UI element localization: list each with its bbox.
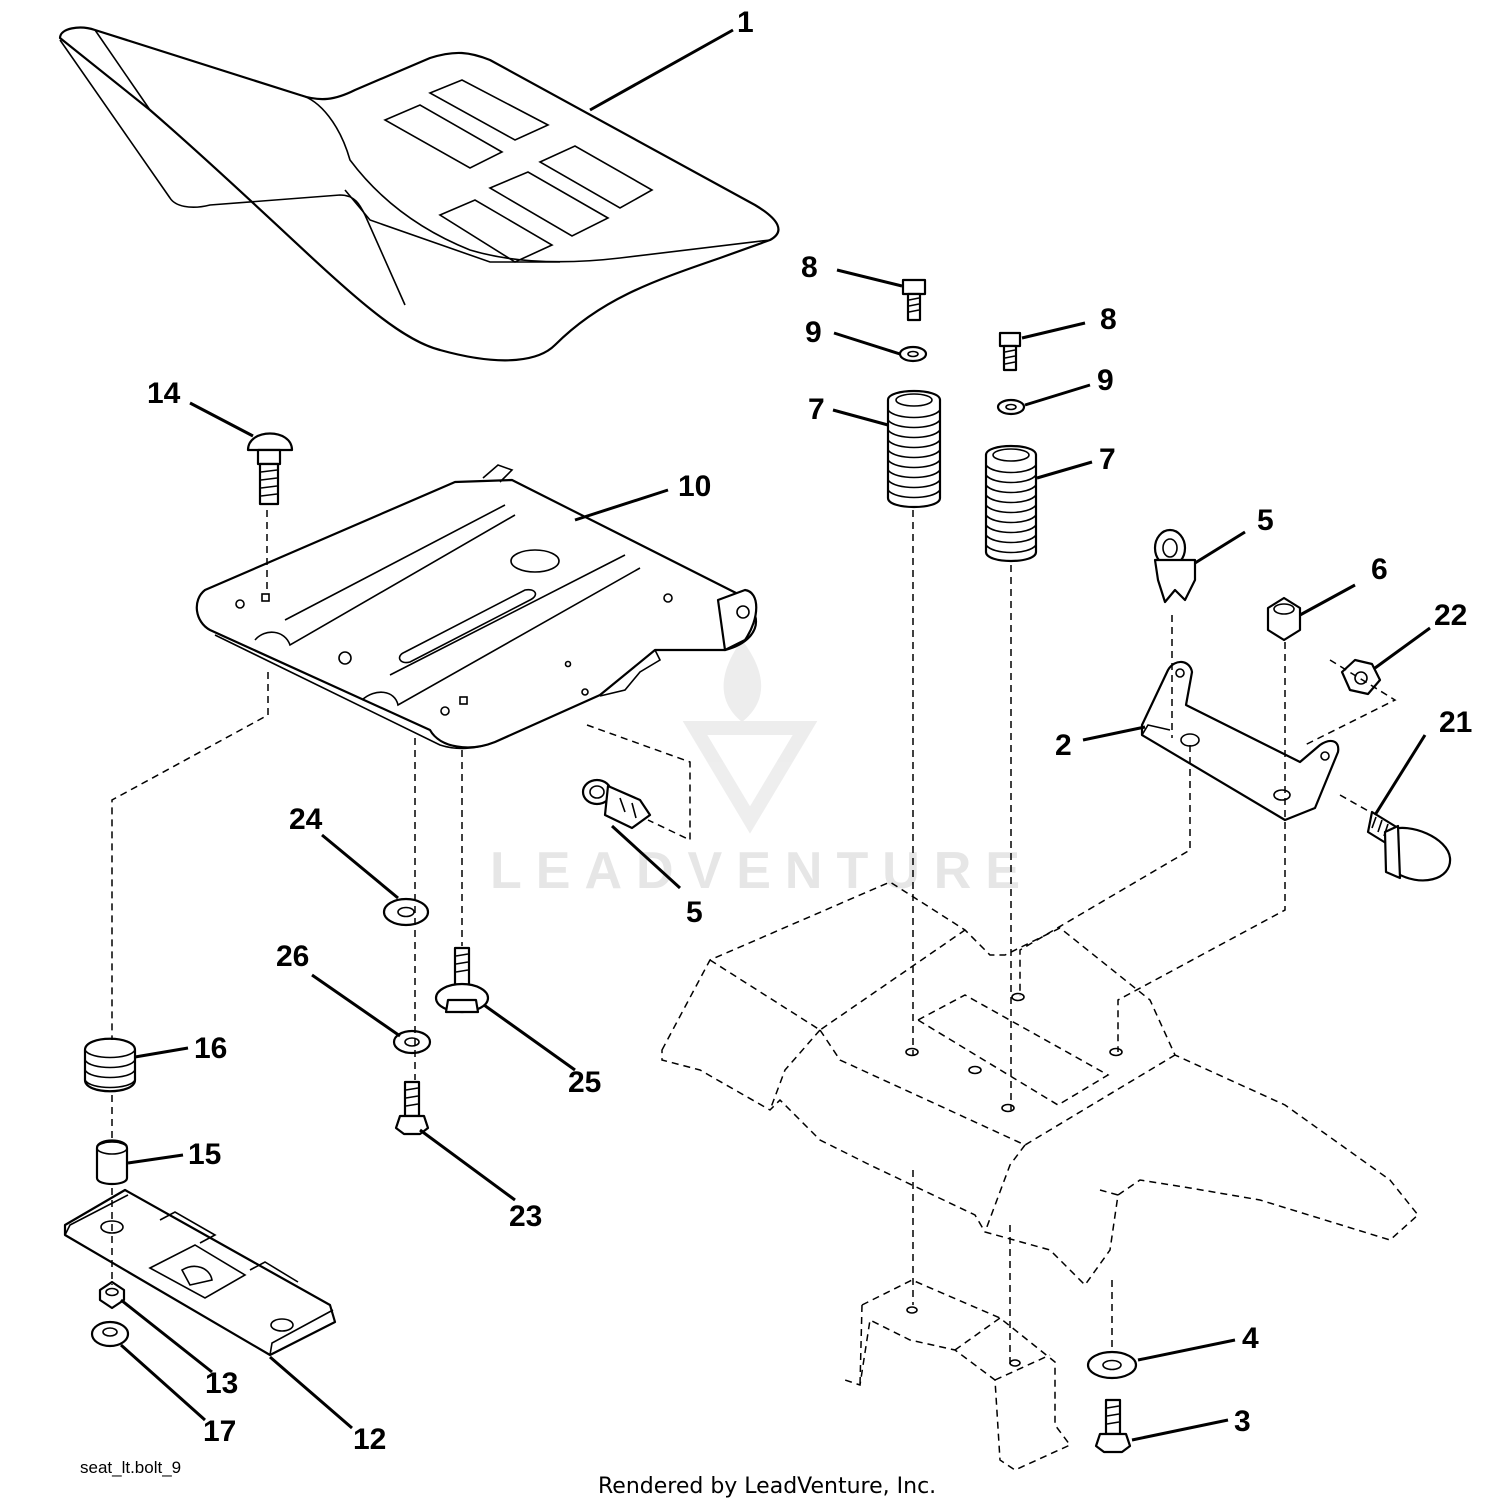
cable-clip-right	[1153, 528, 1197, 604]
callout-2: 2	[1055, 729, 1072, 762]
callout-7-left: 7	[808, 393, 825, 426]
seat-spring-right	[984, 445, 1038, 562]
callout-13: 13	[205, 1367, 238, 1400]
hex-nut	[1340, 658, 1382, 696]
callout-26: 26	[276, 940, 309, 973]
callout-5-right: 5	[1257, 504, 1274, 537]
shoulder-bolt	[434, 946, 490, 1014]
callout-10: 10	[678, 470, 711, 503]
callout-16: 16	[194, 1032, 227, 1065]
leader-lines	[120, 28, 1431, 1442]
hex-bolt-left	[901, 278, 927, 322]
callout-22: 22	[1434, 599, 1467, 632]
watermark-text: LEADVENTURE	[490, 842, 1034, 900]
seat-slide-plate	[63, 1188, 337, 1357]
callout-8-right: 8	[1100, 303, 1117, 336]
seat-pivot-bracket	[1140, 660, 1340, 822]
shoulder-screw	[1366, 810, 1452, 882]
spacer	[95, 1139, 129, 1186]
callout-4: 4	[1242, 1322, 1259, 1355]
callout-12: 12	[353, 1423, 386, 1456]
fender-outline	[661, 881, 1420, 1287]
callout-6: 6	[1371, 553, 1388, 586]
hex-bolt-seat	[394, 1080, 430, 1136]
callout-25: 25	[568, 1066, 601, 1099]
hex-nut-small	[98, 1280, 126, 1310]
callout-labels: 1 14 10 8 9 7 8 9 7 5 6 22 2 21 24 5 26 …	[147, 6, 1472, 1456]
callout-14: 14	[147, 377, 181, 410]
lock-washer	[392, 1029, 432, 1055]
callout-23: 23	[509, 1200, 542, 1233]
flange-nut	[90, 1320, 130, 1348]
seat-cushion-pads	[383, 79, 654, 263]
callout-9-left: 9	[805, 316, 822, 349]
callout-1: 1	[737, 6, 754, 39]
washer-right	[996, 398, 1026, 416]
flat-washer-lower	[1086, 1350, 1138, 1380]
callout-7-right: 7	[1099, 443, 1116, 476]
flat-washer-upper	[382, 897, 430, 927]
callout-17: 17	[203, 1415, 236, 1448]
seat-pan	[195, 464, 758, 750]
callout-3: 3	[1234, 1405, 1251, 1438]
hex-bolt-lower	[1094, 1398, 1132, 1454]
lock-nut	[1266, 596, 1302, 642]
seat	[58, 26, 780, 362]
callout-5-left: 5	[686, 896, 703, 929]
carriage-bolt	[246, 432, 294, 506]
frame-bracket-outline	[844, 1279, 1072, 1471]
callout-15: 15	[188, 1138, 221, 1171]
seat-spring-left	[886, 390, 942, 508]
watermark-logo	[682, 640, 818, 834]
compression-spring-small	[83, 1037, 137, 1093]
assembly-lines	[111, 510, 1397, 1365]
washer-left	[898, 345, 928, 363]
footer-credit: Rendered by LeadVenture, Inc.	[598, 1474, 936, 1499]
hex-bolt-right	[998, 331, 1022, 372]
callout-8-left: 8	[801, 251, 818, 284]
diagram-code: seat_lt.bolt_9	[80, 1458, 181, 1477]
cable-clip-left	[581, 778, 652, 830]
callout-21: 21	[1439, 706, 1472, 739]
callout-9-right: 9	[1097, 364, 1114, 397]
callout-24: 24	[289, 803, 323, 836]
